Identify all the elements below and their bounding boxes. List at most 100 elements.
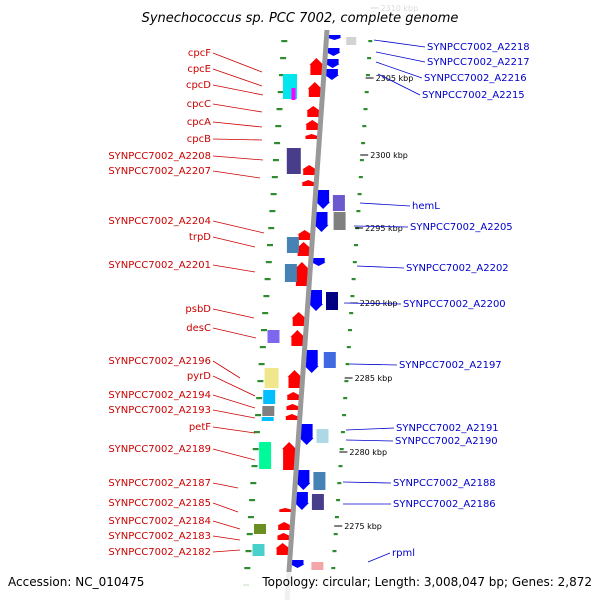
forward-cds-arrow [286, 392, 301, 400]
forward-cds-arrow [294, 262, 309, 286]
left-track-dot [259, 346, 266, 349]
gene-label: SYNPCC7002_A2215 [422, 90, 525, 101]
right-track-dot [361, 142, 366, 145]
gene-label: SYNPCC7002_A2217 [427, 57, 530, 68]
reverse-cds-arrow [304, 350, 319, 373]
label-leader-line [212, 394, 256, 409]
right-track-dot [364, 91, 369, 94]
gene-label: SYNPCC7002_A2197 [399, 360, 502, 371]
gene-label: pyrD [187, 371, 211, 382]
forward-cds-arrow [296, 242, 311, 256]
feature-block [333, 212, 346, 230]
gene-label: cpcF [188, 48, 211, 59]
right-track-dot [344, 380, 349, 383]
left-track-dot [250, 482, 257, 485]
feature-block [264, 368, 279, 388]
scale-tick-label: 2275 kbp [344, 522, 382, 531]
label-leader-line [342, 481, 392, 484]
gene-label: SYNPCC7002_A2218 [427, 42, 530, 53]
feature-block [291, 88, 296, 100]
label-leader-line [375, 51, 426, 63]
right-track-dot [346, 346, 351, 349]
forward-cds-arrow [276, 533, 291, 540]
gene-label: cpcC [187, 99, 211, 110]
right-leader-lines [342, 39, 426, 563]
left-track-dot [278, 74, 285, 77]
gene-label: SYNPCC7002_A2204 [108, 216, 211, 227]
label-leader-line [373, 39, 426, 48]
label-leader-line [356, 265, 405, 269]
right-track-dot [331, 567, 336, 570]
right-track-dot [367, 57, 372, 60]
forward-cds-arrow [275, 543, 290, 555]
right-track-dot [334, 516, 339, 519]
gene-label: SYNPCC7002_A2202 [406, 263, 509, 274]
feature-block [267, 330, 280, 343]
label-leader-line [212, 155, 264, 161]
forward-cds-arrow [309, 58, 324, 75]
left-track-dot [271, 176, 278, 179]
label-leader-line [212, 409, 256, 419]
label-leader-line [212, 264, 256, 273]
right-track-dot [338, 465, 343, 468]
label-leader-line [375, 61, 423, 79]
forward-cds-arrow [306, 106, 321, 117]
scale-tick-label: 2305 kbp [376, 74, 414, 83]
gene-label: cpcD [186, 80, 211, 91]
left-track-dot [245, 550, 252, 553]
label-leader-line [353, 225, 409, 228]
gene-label: SYNPCC7002_A2200 [403, 299, 506, 310]
forward-cds-arrow [302, 165, 317, 175]
left-leader-lines [212, 52, 265, 553]
label-leader-line [212, 68, 263, 87]
gene-label: SYNPCC7002_A2187 [108, 478, 211, 489]
label-leader-line [212, 535, 241, 541]
right-track-dot [350, 295, 355, 298]
left-track-dot [257, 380, 264, 383]
scale-tick-label: 2285 kbp [355, 374, 393, 383]
reverse-cds-arrow [316, 190, 331, 209]
right-track-dot [352, 261, 357, 264]
gene-label: SYNPCC7002_A2185 [108, 498, 211, 509]
right-track-dot [356, 210, 361, 213]
gene-label: SYNPCC7002_A2188 [393, 478, 496, 489]
left-track-dot [262, 312, 269, 315]
gene-label: SYNPCC7002_A2207 [108, 166, 211, 177]
left-track-dot [263, 295, 270, 298]
label-leader-line [212, 426, 256, 434]
right-track-dot [337, 482, 342, 485]
right-track-dot [343, 397, 348, 400]
right-track-dot [332, 550, 337, 553]
right-gene-labels: SYNPCC7002_A2218SYNPCC7002_A2217SYNPCC70… [392, 42, 530, 559]
left-track-dot [252, 448, 259, 451]
label-leader-line [212, 308, 255, 319]
left-track-dot [246, 533, 253, 536]
gene-label: cpcB [187, 134, 211, 145]
gene-label: psbD [185, 304, 211, 315]
right-track-dot [339, 448, 344, 451]
gene-label: SYNPCC7002_A2208 [108, 151, 211, 162]
left-track-dot [244, 567, 251, 570]
feature-block [346, 37, 357, 45]
gene-label: SYNPCC7002_A2201 [108, 260, 211, 271]
label-leader-line [212, 103, 263, 113]
feature-block [284, 264, 297, 282]
reverse-cds-arrow [325, 59, 340, 68]
feature-block [262, 406, 275, 416]
gene-label: hemL [412, 201, 440, 212]
feature-block [263, 390, 276, 404]
left-track-dot [272, 159, 279, 162]
left-track-dot [277, 91, 284, 94]
left-track-dot [276, 108, 283, 111]
gene-label: SYNPCC7002_A2182 [108, 547, 211, 558]
label-leader-line [212, 327, 257, 339]
forward-cds-arrow [305, 120, 320, 130]
accession-text: Accession: NC_010475 [8, 575, 144, 589]
forward-cds-arrow [287, 370, 302, 388]
feature-block [261, 417, 274, 421]
scale-tick-label: 2280 kbp [349, 448, 387, 457]
right-track-dot [363, 108, 368, 111]
left-track-dot [258, 363, 265, 366]
right-track-dot [349, 312, 354, 315]
